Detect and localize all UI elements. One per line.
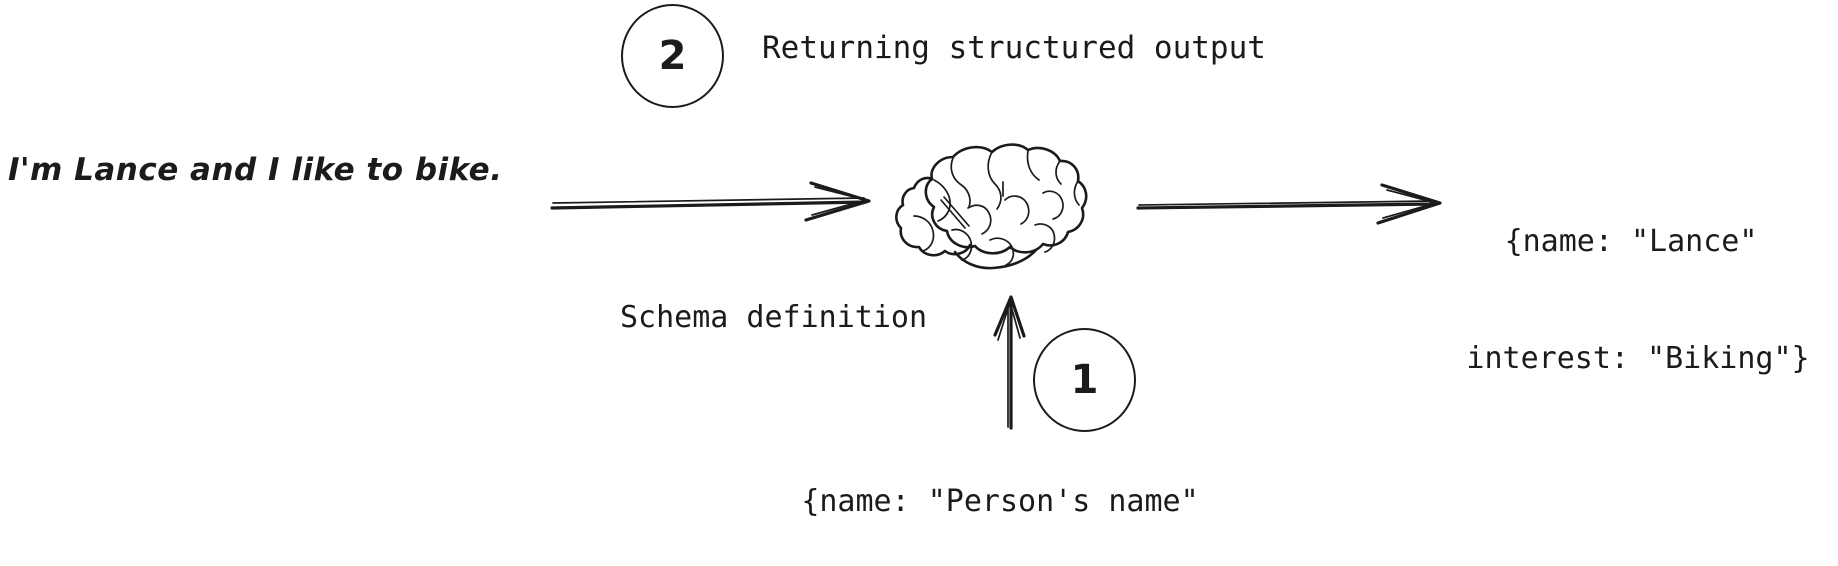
arrow-input-to-model	[550, 181, 871, 222]
step-2-caption: Returning structured output	[762, 30, 1266, 66]
arrow-model-to-output	[1136, 183, 1442, 225]
step-badge-2[interactable]: 2	[621, 4, 724, 108]
brain-icon	[895, 143, 1088, 270]
input-utterance-text: I'm Lance and I like to bike.	[8, 152, 503, 188]
output-json-line-1: {name: "Lance"	[1504, 224, 1758, 259]
schema-json-block: {name: "Person's name" interest: "Person…	[700, 404, 1300, 566]
output-json-block: {name: "Lance" interest: "Biking"}	[1438, 144, 1838, 456]
step-badge-1-label: 1	[1070, 357, 1099, 403]
schema-json-line-1: {name: "Person's name"	[801, 484, 1199, 519]
step-badge-2-label: 2	[658, 33, 687, 79]
schema-definition-caption: Schema definition	[620, 300, 928, 335]
step-badge-1[interactable]: 1	[1033, 328, 1136, 432]
output-json-line-2: interest: "Biking"}	[1466, 341, 1810, 376]
